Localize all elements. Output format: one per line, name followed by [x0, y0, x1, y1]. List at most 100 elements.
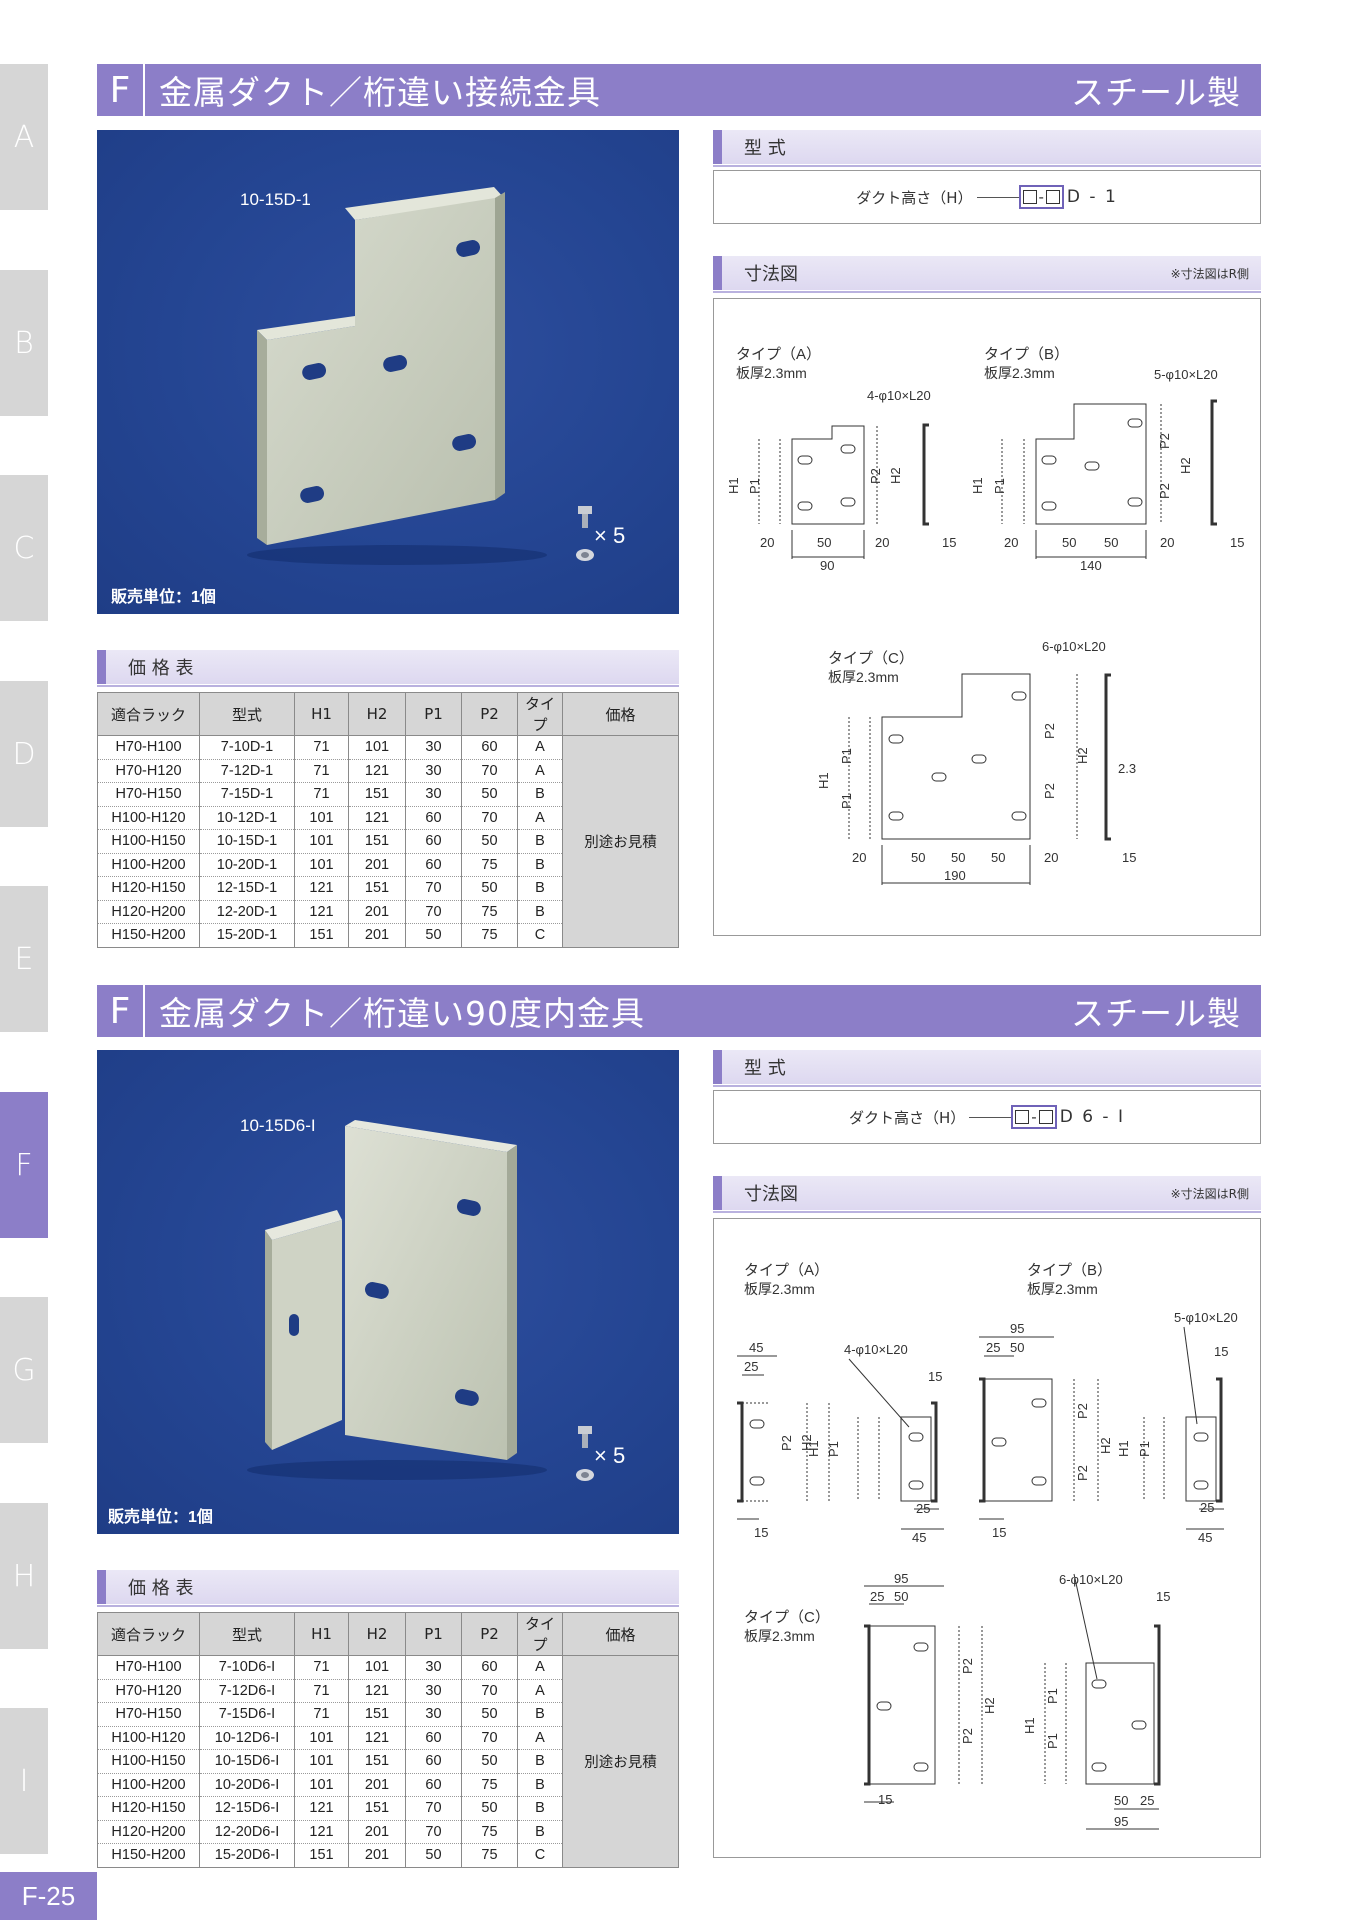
cell: 30 [405, 735, 462, 760]
side-tab-b[interactable]: B [0, 270, 48, 416]
side-tab-c[interactable]: C [0, 475, 48, 621]
dim-label: 50 [817, 535, 831, 550]
dim-label-p2: P2 [1157, 483, 1172, 499]
cell: 101 [348, 735, 406, 760]
column-header: 適合ラック [97, 692, 200, 736]
cell: 50 [461, 1702, 518, 1727]
column-header: H1 [294, 1612, 349, 1656]
dim-label-h1: H1 [816, 772, 831, 789]
leader-line [976, 196, 1019, 198]
side-tab-g[interactable]: G [0, 1297, 48, 1443]
cell: 121 [348, 759, 406, 783]
cell: B [517, 1820, 563, 1844]
type-header: 型 式 [713, 130, 1261, 167]
cell: 70 [405, 900, 462, 924]
column-header: H2 [348, 1612, 406, 1656]
type-format-box: ダクト高さ（H） - D - 1 [713, 170, 1261, 224]
cell: 71 [294, 759, 349, 783]
cell: 7-15D-1 [199, 782, 295, 807]
cell: 71 [294, 1679, 349, 1703]
side-tab-d[interactable]: D [0, 681, 48, 827]
cell: H70-H150 [97, 1702, 200, 1727]
cell: 70 [405, 1820, 462, 1844]
cell: 12-20D-1 [199, 900, 295, 924]
cell: H150-H200 [97, 1843, 200, 1868]
dimension-header: 寸法図 ※寸法図はR側 [713, 1176, 1261, 1213]
cell: 70 [405, 876, 462, 901]
dim-label-p1: P1 [839, 748, 854, 764]
side-tab-label: B [14, 325, 34, 361]
cell: B [517, 782, 563, 807]
dim-label-p2: P2 [1075, 1403, 1090, 1419]
dim-label-p2: P2 [960, 1658, 975, 1674]
photo-model-label: 10-15D-1 [240, 190, 311, 209]
page-number: F-25 [0, 1872, 97, 1920]
cell: 75 [461, 1820, 518, 1844]
cell: B [517, 1749, 563, 1774]
dim-label: 90 [820, 558, 834, 573]
dim-label: 15 [1122, 850, 1136, 865]
dimension-header-label: 寸法図 [744, 1184, 798, 1205]
cell: 70 [405, 1796, 462, 1821]
dimension-diagram-1: タイプ（A） 板厚2.3mm 4-φ10×L20 タイプ（B） 板厚2.3mm … [713, 298, 1261, 936]
cell: 151 [294, 1843, 349, 1868]
code-square [1038, 1110, 1053, 1124]
side-tab-i[interactable]: I [0, 1708, 48, 1854]
cell: 70 [461, 1726, 518, 1750]
cell: B [517, 900, 563, 924]
section-title: 金属ダクト／桁違い90度内金具 [159, 994, 645, 1033]
column-header: 型式 [199, 692, 295, 736]
cell: 101 [294, 806, 349, 830]
cell: 60 [461, 735, 518, 760]
dim-label-p1: P1 [839, 793, 854, 809]
cell: 201 [348, 923, 406, 948]
cell: C [517, 1843, 563, 1868]
cell: 151 [348, 1796, 406, 1821]
cell: 71 [294, 735, 349, 760]
cell: 50 [405, 923, 462, 948]
cell: 101 [294, 1749, 349, 1774]
column-header: H1 [294, 692, 349, 736]
cell: 75 [461, 853, 518, 877]
column-header: H2 [348, 692, 406, 736]
dim-label: 50 [1062, 535, 1076, 550]
cell: 30 [405, 782, 462, 807]
cell: 70 [461, 806, 518, 830]
cell: 50 [461, 876, 518, 901]
code-separator: - [1038, 188, 1044, 206]
dim-label-h1: H1 [806, 1440, 821, 1457]
cell: H120-H200 [97, 1820, 200, 1844]
cell: 30 [405, 1702, 462, 1727]
product-photo: 10-15D6-I [97, 1050, 679, 1534]
side-tab-a[interactable]: A [0, 64, 48, 210]
price-header-label: 価 格 表 [128, 658, 194, 679]
dim-label-p2: P2 [1042, 723, 1057, 739]
cell: 101 [294, 853, 349, 877]
cell: 201 [348, 1820, 406, 1844]
side-tab-h[interactable]: H [0, 1503, 48, 1649]
section-header: F 金属ダクト／桁違い接続金具 スチール製 [97, 64, 1261, 116]
dim-label: 50 [1104, 535, 1118, 550]
section-letter: F [97, 64, 145, 116]
section-material: スチール製 [1071, 994, 1241, 1033]
dim-label: 20 [875, 535, 889, 550]
side-tab-e[interactable]: E [0, 886, 48, 1032]
diagram-b-thickness: 板厚2.3mm [984, 365, 1055, 381]
dim-label: 50 [1114, 1793, 1128, 1808]
type-header: 型 式 [713, 1050, 1261, 1087]
cell: H100-H120 [97, 1726, 200, 1750]
side-tab-f[interactable]: F [0, 1092, 48, 1238]
cell: 101 [294, 829, 349, 854]
section-material: スチール製 [1071, 73, 1241, 112]
type-header-label: 型 式 [744, 138, 786, 159]
dim-label-h2: H2 [1098, 1437, 1113, 1454]
